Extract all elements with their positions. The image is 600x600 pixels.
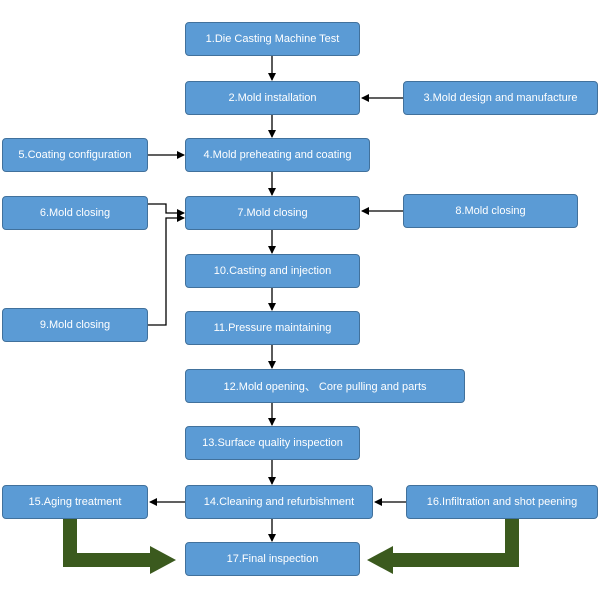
- step-15-box: 15.Aging treatment: [2, 485, 148, 519]
- step-8-box: 8.Mold closing: [403, 194, 578, 228]
- step-3-label: 3.Mold design and manufacture: [423, 92, 578, 104]
- step-14-label: 14.Cleaning and refurbishment: [203, 496, 355, 508]
- step-1-label: 1.Die Casting Machine Test: [205, 33, 340, 45]
- step-5-box: 5.Coating configuration: [2, 138, 148, 172]
- step-11-box: 11.Pressure maintaining: [185, 311, 360, 345]
- step-5-label: 5.Coating configuration: [18, 149, 132, 161]
- step-17-box: 17.Final inspection: [185, 542, 360, 576]
- step-1-box: 1.Die Casting Machine Test: [185, 22, 360, 56]
- step-16-label: 16.Infiltration and shot peening: [426, 496, 578, 508]
- arrow-9-to-7: [148, 214, 185, 326]
- step-10-box: 10.Casting and injection: [185, 254, 360, 288]
- step-6-box: 6.Mold closing: [2, 196, 148, 230]
- step-16-box: 16.Infiltration and shot peening: [406, 485, 598, 519]
- step-3-box: 3.Mold design and manufacture: [403, 81, 598, 115]
- step-2-label: 2.Mold installation: [228, 92, 317, 104]
- step-17-label: 17.Final inspection: [226, 553, 319, 565]
- step-4-label: 4.Mold preheating and coating: [203, 149, 352, 161]
- step-7-label: 7.Mold closing: [237, 207, 308, 219]
- step-13-box: 13.Surface quality inspection: [185, 426, 360, 460]
- step-8-label: 8.Mold closing: [455, 205, 526, 217]
- step-6-label: 6.Mold closing: [39, 207, 111, 219]
- green-arrow-16-to-17: [367, 519, 519, 574]
- step-9-label: 9.Mold closing: [39, 319, 111, 331]
- step-14-box: 14.Cleaning and refurbishment: [185, 485, 373, 519]
- green-arrow-15-to-17: [63, 519, 176, 574]
- arrow-6-to-7: [148, 203, 185, 217]
- step-2-box: 2.Mold installation: [185, 81, 360, 115]
- step-12-box: 12.Mold opening、 Core pulling and parts: [185, 369, 465, 403]
- step-15-label: 15.Aging treatment: [28, 496, 122, 508]
- step-10-label: 10.Casting and injection: [213, 265, 332, 277]
- step-7-box: 7.Mold closing: [185, 196, 360, 230]
- step-12-label: 12.Mold opening、 Core pulling and parts: [223, 381, 427, 393]
- step-13-label: 13.Surface quality inspection: [202, 437, 343, 449]
- step-4-box: 4.Mold preheating and coating: [185, 138, 370, 172]
- step-9-box: 9.Mold closing: [2, 308, 148, 342]
- step-11-label: 11.Pressure maintaining: [213, 322, 332, 334]
